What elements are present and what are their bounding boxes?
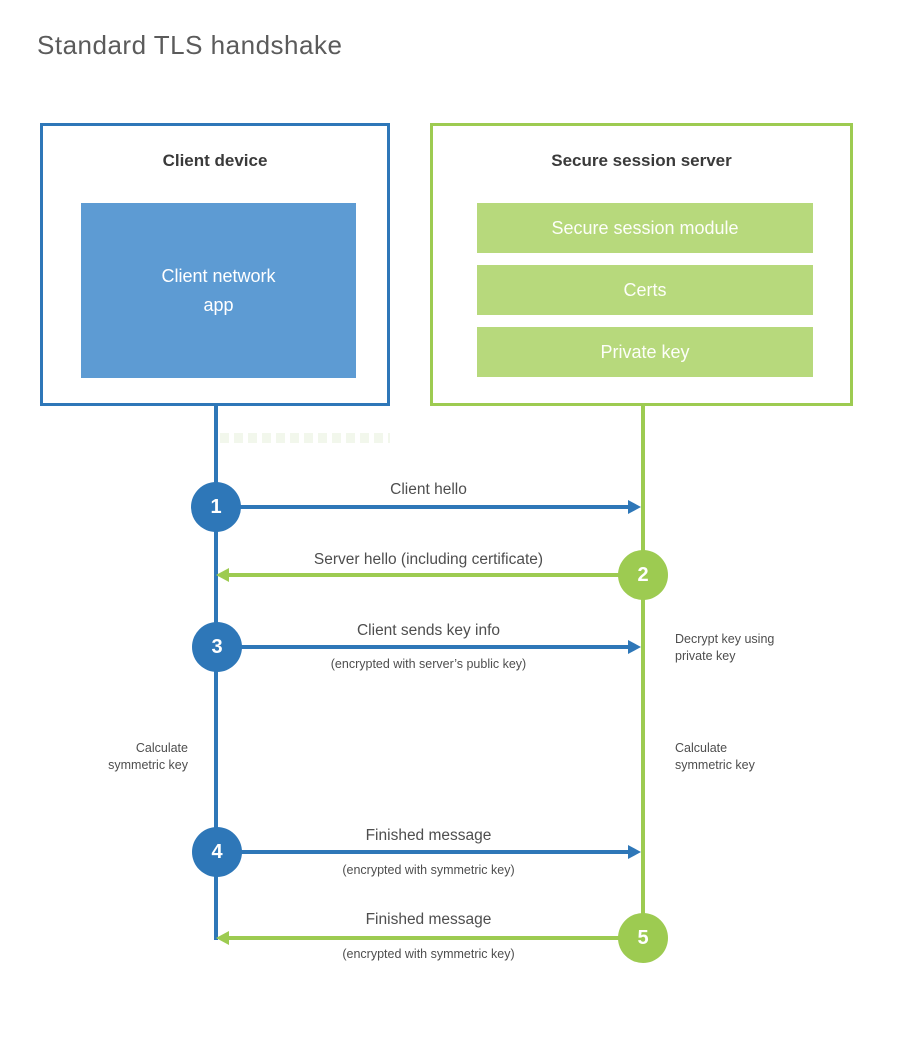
- message-label-1: Client hello: [390, 481, 467, 498]
- message-label-5: Finished message: [365, 911, 492, 928]
- arrow-2-line: [229, 573, 643, 577]
- calculate-symmetric-key-left: Calculate symmetric key: [108, 741, 188, 772]
- calculate-symmetric-key-right: Calculate symmetric key: [675, 741, 755, 772]
- decrypt-key-note: Decrypt key using private key: [675, 632, 775, 663]
- message-sublabel-4: (encrypted with symmetric key): [342, 863, 515, 877]
- step-circle-3: 3: [192, 622, 242, 672]
- client-device-box: Client device Client network app: [40, 123, 390, 406]
- message-label-4: Finished message: [365, 827, 492, 844]
- arrow-4-line: [220, 850, 628, 854]
- step-circle-2: 2: [618, 550, 668, 600]
- message-sublabel-3: (encrypted with server’s public key): [330, 657, 527, 671]
- step-number-4: 4: [211, 840, 223, 863]
- step-circle-1: 1: [191, 482, 241, 532]
- arrow-3-line: [220, 645, 628, 649]
- server-lifeline: [641, 406, 645, 938]
- server-box: Secure session server Secure session mod…: [430, 123, 853, 406]
- arrow-4-head-right-icon: [628, 845, 641, 859]
- faint-dashed-line: [220, 433, 390, 443]
- server-module-private-key: Private key: [477, 327, 813, 377]
- arrow-2-head-left-icon: [216, 568, 229, 582]
- client-lifeline: [214, 406, 218, 940]
- arrow-5-head-left-icon: [216, 931, 229, 945]
- server-modules: Secure session module Certs Private key: [477, 203, 813, 389]
- step-circle-4: 4: [192, 827, 242, 877]
- page-title: Standard TLS handshake: [37, 30, 343, 60]
- arrow-3-head-right-icon: [628, 640, 641, 654]
- message-sublabel-5: (encrypted with symmetric key): [342, 947, 515, 961]
- step-number-5: 5: [637, 926, 649, 949]
- step-number-3: 3: [211, 635, 223, 658]
- step-circle-5: 5: [618, 913, 668, 963]
- message-label-3: Client sends key info: [356, 622, 501, 639]
- server-module-secure-session: Secure session module: [477, 203, 813, 253]
- client-network-app-block: Client network app: [81, 203, 356, 378]
- arrow-1-line: [220, 505, 628, 509]
- step-number-1: 1: [210, 495, 222, 518]
- step-number-2: 2: [637, 563, 649, 586]
- server-header: Secure session server: [551, 151, 732, 170]
- message-label-2: Server hello (including certificate): [313, 551, 544, 568]
- client-device-header: Client device: [162, 151, 268, 170]
- arrow-1-head-right-icon: [628, 500, 641, 514]
- arrow-5-line: [229, 936, 643, 940]
- server-module-certs: Certs: [477, 265, 813, 315]
